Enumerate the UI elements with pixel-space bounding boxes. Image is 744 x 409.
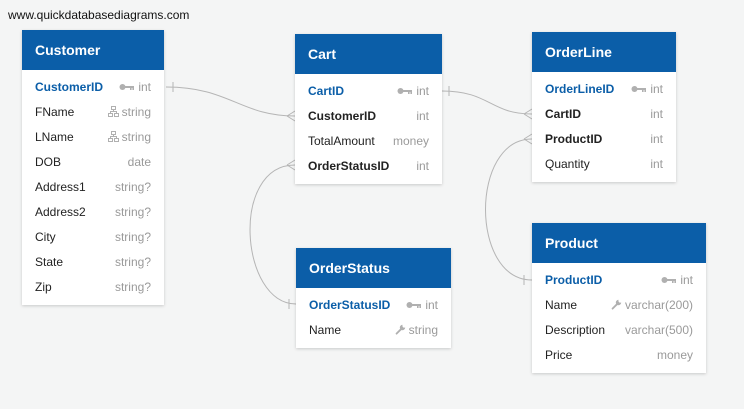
field-row[interactable]: Price money [532, 342, 706, 367]
field-type: int [138, 79, 151, 94]
field-name: City [35, 229, 56, 244]
field-name: OrderLineID [545, 81, 615, 96]
field-row[interactable]: CartID int [295, 78, 442, 103]
field-type: money [656, 347, 693, 362]
field-name: Quantity [545, 156, 590, 171]
field-name: CustomerID [308, 108, 377, 123]
key-icon [631, 85, 647, 93]
field-name: Address1 [35, 179, 86, 194]
link-orderline-product [485, 138, 533, 281]
field-name: State [35, 254, 64, 269]
table-product-header[interactable]: Product [532, 223, 706, 263]
field-name: Name [309, 322, 342, 337]
field-row[interactable]: Name varchar(200) [532, 292, 706, 317]
wrench-icon [395, 324, 406, 335]
field-row[interactable]: OrderStatusID int [296, 292, 451, 317]
field-row[interactable]: CustomerID int [22, 74, 164, 99]
field-row[interactable]: State string? [22, 249, 164, 274]
field-row[interactable]: Address2 string? [22, 199, 164, 224]
key-icon [119, 83, 135, 91]
field-type: int [416, 108, 429, 123]
field-name: OrderStatusID [308, 158, 390, 173]
field-row[interactable]: Quantity int [532, 151, 676, 176]
field-name: Address2 [35, 204, 86, 219]
field-row[interactable]: CustomerID int [295, 103, 442, 128]
watermark-url: www.quickdatabasediagrams.com [8, 8, 190, 22]
field-row[interactable]: LName string [22, 124, 164, 149]
field-type: int [650, 131, 663, 146]
field-type: string [121, 104, 151, 119]
field-name: CustomerID [35, 79, 104, 94]
field-row[interactable]: Zip string? [22, 274, 164, 299]
field-type: string [121, 129, 151, 144]
field-row[interactable]: Name string [296, 317, 451, 342]
field-type: money [392, 133, 429, 148]
index-icon [107, 131, 119, 142]
field-row[interactable]: City string? [22, 224, 164, 249]
field-name: OrderStatusID [309, 297, 391, 312]
link-cart-orderstatus [249, 164, 297, 305]
table-orderstatus-header[interactable]: OrderStatus [296, 248, 451, 288]
field-type: string? [114, 204, 151, 219]
field-type: string? [114, 279, 151, 294]
field-name: CartID [308, 83, 345, 98]
link-cart-orderline [441, 90, 533, 115]
field-row[interactable]: ProductID int [532, 267, 706, 292]
field-row[interactable]: OrderLineID int [532, 76, 676, 101]
key-icon [397, 87, 413, 95]
table-orderline[interactable]: OrderLine OrderLineID int CartID int Pro… [532, 32, 676, 182]
link-customer-cart [165, 86, 296, 117]
field-name: FName [35, 104, 75, 119]
field-name: Price [545, 347, 573, 362]
field-row[interactable]: Address1 string? [22, 174, 164, 199]
field-type: int [425, 297, 438, 312]
field-name: LName [35, 129, 74, 144]
table-customer[interactable]: Customer CustomerID int FName string LNa… [22, 30, 164, 305]
field-name: Name [545, 297, 578, 312]
field-type: string? [114, 179, 151, 194]
table-orderline-header[interactable]: OrderLine [532, 32, 676, 72]
key-icon [661, 276, 677, 284]
field-name: Description [545, 322, 606, 337]
wrench-icon [611, 299, 622, 310]
field-type: varchar(500) [624, 322, 693, 337]
field-type: int [416, 83, 429, 98]
field-type: varchar(200) [624, 297, 693, 312]
field-type: string? [114, 254, 151, 269]
field-name: Zip [35, 279, 52, 294]
field-row[interactable]: OrderStatusID int [295, 153, 442, 178]
field-type: int [650, 106, 663, 121]
field-type: string [408, 322, 438, 337]
field-type: int [680, 272, 693, 287]
table-customer-header[interactable]: Customer [22, 30, 164, 70]
table-cart[interactable]: Cart CartID int CustomerID int TotalAmou… [295, 34, 442, 184]
key-icon [406, 301, 422, 309]
field-type: int [650, 156, 663, 171]
field-type: date [127, 154, 151, 169]
index-icon [107, 106, 119, 117]
table-product[interactable]: Product ProductID int Name varchar(200) … [532, 223, 706, 373]
field-name: ProductID [545, 272, 603, 287]
field-type: int [650, 81, 663, 96]
field-type: string? [114, 229, 151, 244]
field-name: TotalAmount [308, 133, 375, 148]
field-row[interactable]: TotalAmount money [295, 128, 442, 153]
field-row[interactable]: Description varchar(500) [532, 317, 706, 342]
field-row[interactable]: ProductID int [532, 126, 676, 151]
table-cart-header[interactable]: Cart [295, 34, 442, 74]
field-row[interactable]: DOB date [22, 149, 164, 174]
table-orderstatus[interactable]: OrderStatus OrderStatusID int Name strin… [296, 248, 451, 348]
field-row[interactable]: CartID int [532, 101, 676, 126]
field-name: DOB [35, 154, 62, 169]
field-type: int [416, 158, 429, 173]
field-row[interactable]: FName string [22, 99, 164, 124]
field-name: ProductID [545, 131, 603, 146]
field-name: CartID [545, 106, 582, 121]
